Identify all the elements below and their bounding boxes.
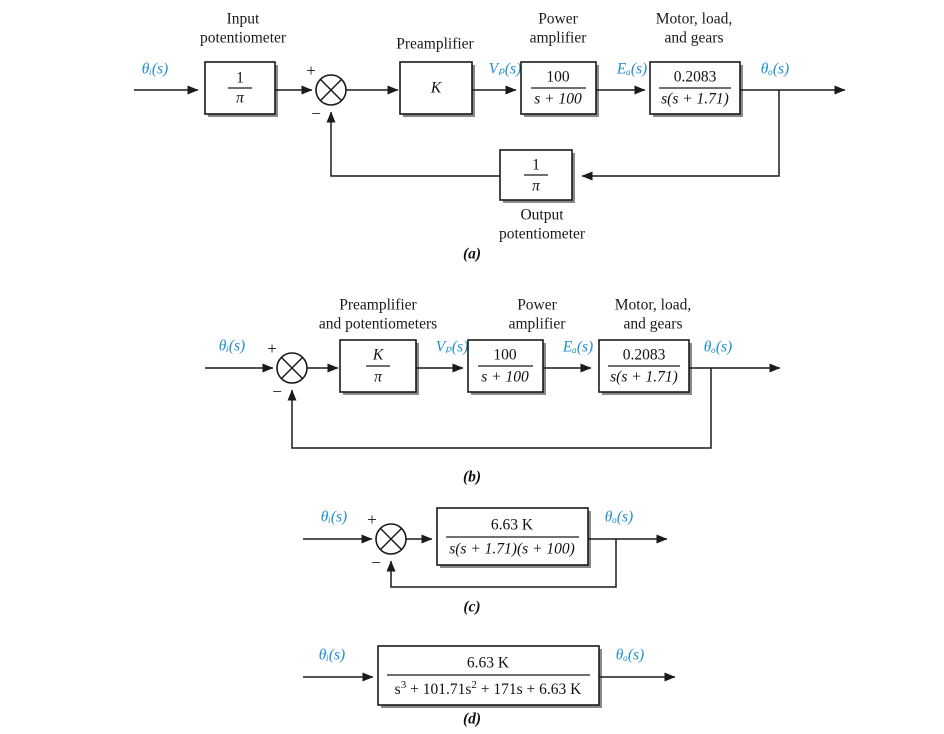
caption-power-amplifier-b-l2: amplifier xyxy=(509,316,567,333)
block-preamp-pots-b-num: K xyxy=(372,347,384,364)
label-ea-b: Eₐ(s) xyxy=(562,339,593,356)
sum-minus-sign-b: − xyxy=(272,382,282,401)
den-d-part4: + 171s + 6.63 K xyxy=(477,681,582,698)
block-motor-b-num: 0.2083 xyxy=(623,347,666,364)
label-vp-a: Vₚ(s) xyxy=(489,61,521,78)
block-motor-a-num: 0.2083 xyxy=(674,69,717,86)
label-theta-o-a: θₒ(s) xyxy=(761,61,789,78)
block-power-amplifier-a-num: 100 xyxy=(546,69,570,86)
diagram-c: θᵢ(s) + − 6.63 K s(s + 1.71)(s + 100) θₒ… xyxy=(303,507,668,616)
diagram-b: Preamplifier and potentiometers Power am… xyxy=(205,297,781,486)
label-theta-o-c: θₒ(s) xyxy=(605,509,633,526)
caption-motor-load-gears-l2: and gears xyxy=(665,30,724,47)
caption-output-potentiometer-l2: potentiometer xyxy=(499,226,586,243)
block-output-potentiometer-den: π xyxy=(532,178,541,195)
sum-plus-sign-a: + xyxy=(306,61,316,80)
block-output-potentiometer xyxy=(499,149,573,201)
label-ea-a: Eₐ(s) xyxy=(616,61,647,78)
den-d-exp1: 3 xyxy=(401,679,407,691)
block-input-potentiometer-num: 1 xyxy=(236,70,244,87)
block-input-potentiometer-den: π xyxy=(236,90,245,107)
label-theta-i-d: θᵢ(s) xyxy=(319,647,345,664)
label-theta-i-b: θᵢ(s) xyxy=(219,338,245,355)
label-theta-i-a: θᵢ(s) xyxy=(142,61,168,78)
diagram-d: θᵢ(s) 6.63 K s3 + 101.71s2 + 171s + 6.63… xyxy=(303,645,676,728)
den-d-part2: + 101.71s xyxy=(406,681,471,698)
block-output-potentiometer-num: 1 xyxy=(532,157,540,174)
caption-output-potentiometer-l1: Output xyxy=(520,207,564,224)
diagram-a: Input potentiometer Preamplifier Power a… xyxy=(134,11,846,263)
block-power-amplifier-b-num: 100 xyxy=(493,347,517,364)
summing-junction-c xyxy=(375,523,407,555)
panel-label-a: (a) xyxy=(463,246,481,263)
block-open-loop-c-num: 6.63 K xyxy=(491,517,534,534)
block-motor-b-den: s(s + 1.71) xyxy=(610,369,678,386)
summing-junction-a xyxy=(315,74,347,106)
caption-preamp-pots-l2: and potentiometers xyxy=(319,316,437,333)
sum-plus-sign-b: + xyxy=(267,339,277,358)
panel-label-c: (c) xyxy=(463,599,480,616)
den-d-exp2: 2 xyxy=(471,679,477,691)
block-closed-loop-d-den: s3 + 101.71s2 + 171s + 6.63 K xyxy=(395,679,582,698)
caption-input-potentiometer-l1: Input xyxy=(227,11,260,28)
wire-feedback-right-a xyxy=(581,90,780,181)
caption-motor-load-gears-l1: Motor, load, xyxy=(656,11,732,28)
label-theta-o-b: θₒ(s) xyxy=(704,339,732,356)
caption-input-potentiometer-l2: potentiometer xyxy=(200,30,287,47)
sum-minus-sign-a: − xyxy=(311,104,321,123)
block-open-loop-c-den: s(s + 1.71)(s + 100) xyxy=(449,541,575,558)
wire-feedback-c xyxy=(386,539,617,588)
panel-label-b: (b) xyxy=(463,469,481,486)
block-preamplifier xyxy=(399,61,473,115)
block-motor-a-den: s(s + 1.71) xyxy=(661,91,729,108)
caption-motor-b-l1: Motor, load, xyxy=(615,297,691,314)
caption-power-amplifier-b-l1: Power xyxy=(517,297,557,314)
label-theta-i-c: θᵢ(s) xyxy=(321,509,347,526)
summing-junction-b xyxy=(276,352,308,384)
wire-feedback-b xyxy=(287,368,712,449)
panel-label-d: (d) xyxy=(463,711,481,728)
caption-power-amplifier-l1: Power xyxy=(538,11,578,28)
block-power-amplifier-b-den: s + 100 xyxy=(481,369,529,386)
caption-preamp-pots-l1: Preamplifier xyxy=(339,297,417,314)
sum-plus-sign-c: + xyxy=(367,510,377,529)
sum-minus-sign-c: − xyxy=(371,553,381,572)
caption-preamplifier: Preamplifier xyxy=(396,36,474,53)
den-d-part0: s xyxy=(395,681,401,698)
wire-feedback-left-a xyxy=(326,111,500,177)
block-preamp-pots-b-den: π xyxy=(374,369,383,386)
block-power-amplifier-a-den: s + 100 xyxy=(534,91,582,108)
block-preamplifier-gain: K xyxy=(430,80,442,97)
label-vp-b: Vₚ(s) xyxy=(436,339,468,356)
block-closed-loop-d-num: 6.63 K xyxy=(467,655,510,672)
caption-motor-b-l2: and gears xyxy=(624,316,683,333)
caption-power-amplifier-l2: amplifier xyxy=(530,30,588,47)
label-theta-o-d: θₒ(s) xyxy=(616,647,644,664)
